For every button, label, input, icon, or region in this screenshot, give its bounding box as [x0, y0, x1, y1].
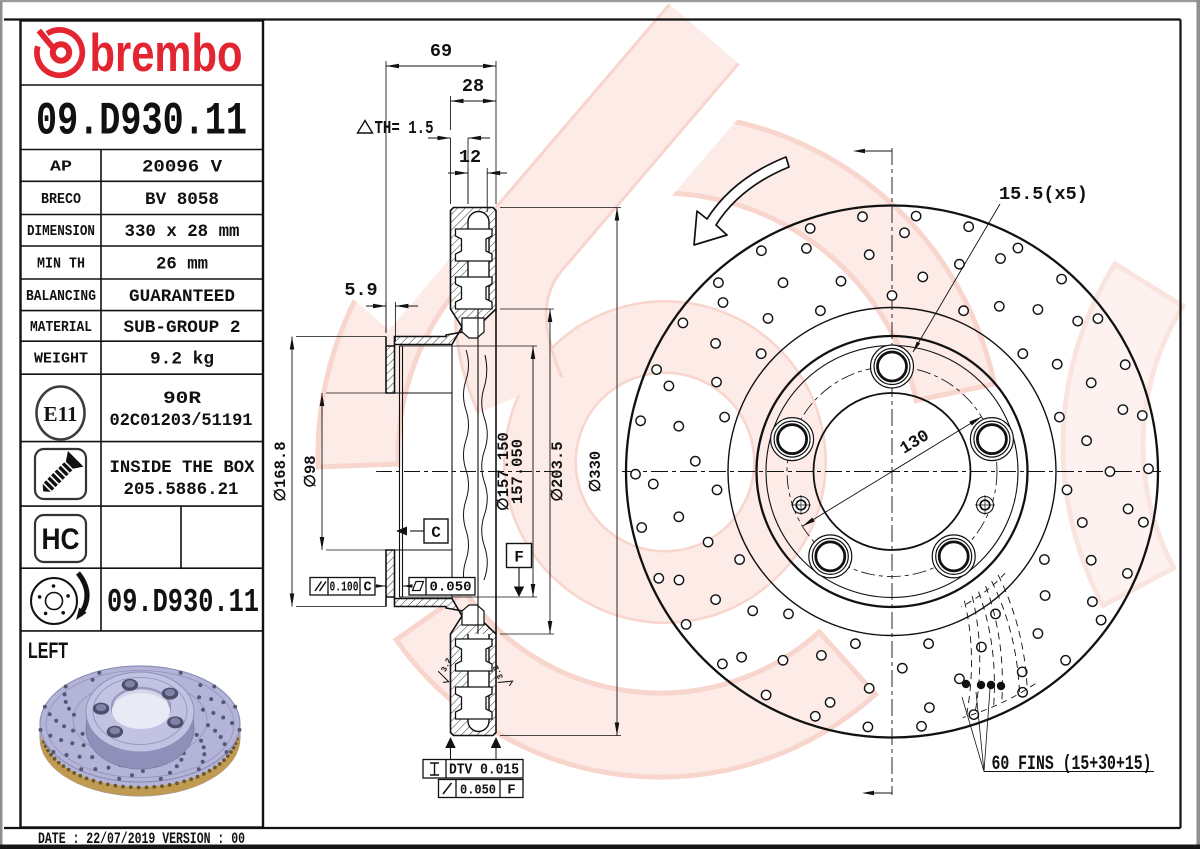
svg-text:SUB-GROUP 2: SUB-GROUP 2: [124, 318, 241, 338]
svg-text:∅168.8: ∅168.8: [272, 441, 290, 501]
svg-text:GUARANTEED: GUARANTEED: [129, 287, 235, 307]
svg-text:09.D930.11: 09.D930.11: [107, 584, 259, 621]
svg-text:∅330: ∅330: [587, 451, 605, 492]
svg-text:TH= 1.5: TH= 1.5: [375, 118, 434, 139]
svg-text:BALANCING: BALANCING: [26, 289, 96, 305]
svg-text:AP: AP: [50, 159, 72, 175]
svg-text:60 FINS (15+30+15): 60 FINS (15+30+15): [992, 753, 1152, 776]
svg-text:12: 12: [459, 147, 481, 168]
svg-text:C: C: [363, 581, 371, 596]
svg-text:330 x 28 mm: 330 x 28 mm: [125, 222, 240, 242]
svg-text:INSIDE THE BOX: INSIDE THE BOX: [110, 458, 255, 478]
svg-text:9.2 kg: 9.2 kg: [150, 350, 214, 370]
svg-text:DTV 0.015: DTV 0.015: [449, 763, 519, 779]
svg-text:0.050: 0.050: [430, 581, 472, 596]
svg-text:BV 8058: BV 8058: [145, 190, 219, 210]
svg-text:brembo: brembo: [90, 24, 243, 83]
svg-text:∅98: ∅98: [302, 455, 320, 487]
svg-text:F: F: [507, 783, 515, 799]
svg-text:90R: 90R: [163, 389, 202, 409]
svg-text:26 mm: 26 mm: [156, 255, 208, 275]
svg-text:E11: E11: [44, 402, 78, 426]
svg-text:0.100: 0.100: [330, 581, 359, 596]
svg-text:BRECO: BRECO: [41, 192, 81, 208]
svg-text:0.050: 0.050: [460, 783, 496, 799]
svg-text:5.9: 5.9: [344, 280, 377, 301]
svg-text:02C01203/51191: 02C01203/51191: [110, 411, 253, 431]
svg-text:DIMENSION: DIMENSION: [27, 224, 95, 240]
svg-text:69: 69: [430, 41, 452, 62]
svg-text:MIN TH: MIN TH: [37, 257, 85, 273]
svg-text:∅203.5: ∅203.5: [549, 441, 567, 501]
svg-text:15.5(x5): 15.5(x5): [999, 184, 1088, 205]
svg-text:WEIGHT: WEIGHT: [34, 352, 88, 368]
svg-text:DATE : 22/07/2019 VERSION : 00: DATE : 22/07/2019 VERSION : 00: [38, 830, 245, 848]
svg-text:LEFT: LEFT: [28, 638, 68, 663]
svg-text:09.D930.11: 09.D930.11: [36, 96, 247, 148]
svg-text:157.050: 157.050: [509, 439, 527, 504]
svg-text:F: F: [514, 549, 524, 567]
svg-text:MATERIAL: MATERIAL: [30, 320, 92, 336]
svg-text:20096 V: 20096 V: [142, 157, 223, 177]
svg-text:C: C: [431, 524, 441, 542]
svg-text:HC: HC: [42, 523, 80, 556]
svg-text:205.5886.21: 205.5886.21: [124, 480, 239, 500]
svg-text:28: 28: [462, 76, 484, 97]
svg-text:∅157.150: ∅157.150: [495, 432, 513, 511]
